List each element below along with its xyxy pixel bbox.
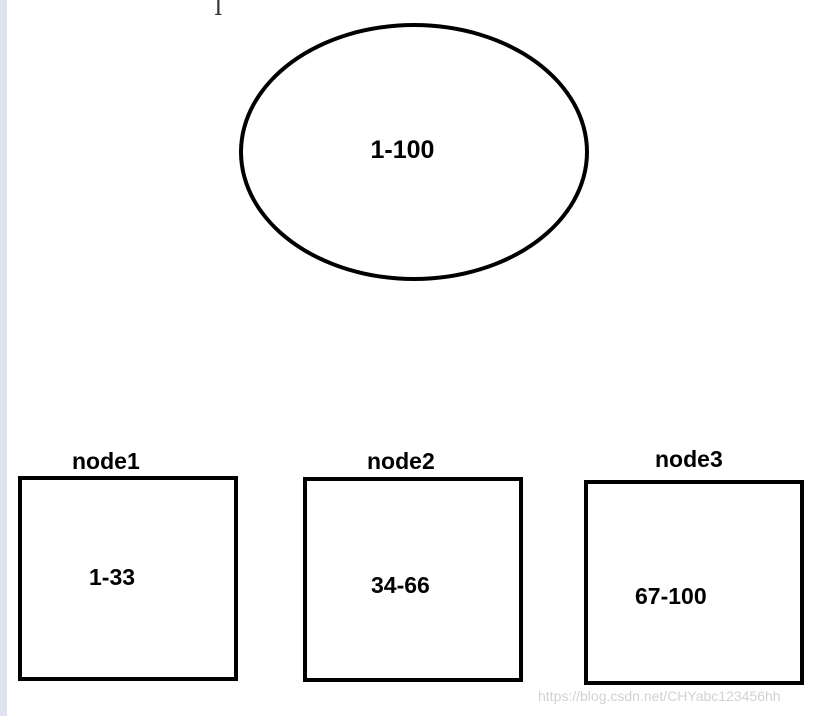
total-range-ellipse xyxy=(239,23,589,281)
left-edge-strip xyxy=(0,0,7,716)
node1-box xyxy=(18,476,238,681)
node2-title: node2 xyxy=(367,448,435,474)
node3-range: 67-100 xyxy=(635,583,707,609)
node3-title: node3 xyxy=(655,446,723,472)
watermark-url: https://blog.csdn.net/CHYabc123456hh xyxy=(538,688,781,704)
node1-range: 1-33 xyxy=(89,564,136,590)
node2-box xyxy=(303,477,523,682)
node1-title: node1 xyxy=(72,448,140,474)
text-cursor-icon: I xyxy=(214,0,223,21)
total-range-label: 1-100 xyxy=(370,136,435,164)
node3-box xyxy=(584,480,804,685)
node2-range: 34-66 xyxy=(371,572,430,598)
